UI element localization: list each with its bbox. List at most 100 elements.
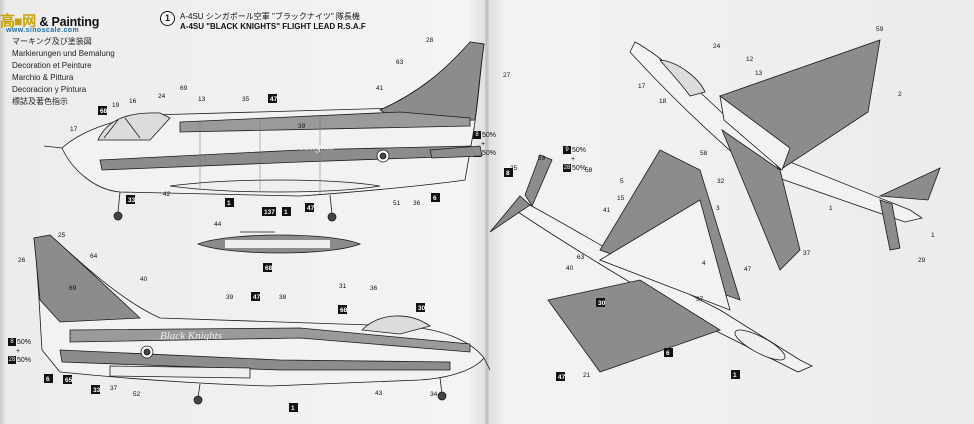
callout-box [263,263,272,272]
callout-box [44,374,53,383]
callout-number: 68 [340,307,348,314]
tail-lettering: Black Knights [272,141,334,153]
callout-number: 44 [214,221,222,228]
callout-number: 21 [583,372,591,379]
callout-number: 68 [265,265,273,272]
callout-number: 1 [829,205,833,212]
callout-box [305,203,314,212]
watermark-url: www.sinoscale.com [6,27,80,34]
mix-plus: + [481,141,486,148]
callout-number: 38 [279,294,287,301]
callout-number: 13 [198,96,206,103]
language-list: Markierungen und Bemalung Decoration et … [12,48,115,108]
page-edge [0,0,6,424]
callout-number: 17 [70,126,78,133]
callout-number: 5 [620,178,624,185]
language-item: Marchio & Pittura [12,73,74,82]
callout-number: 32 [717,178,725,185]
callout-box [126,195,135,204]
callout-number: 137 [264,209,275,216]
callout-number: 27 [503,72,511,79]
callout-number: 1 [227,200,231,207]
language-item: 標誌及著色指示 [12,97,68,106]
callout-number: 26 [18,257,26,264]
callout-number: 42 [163,191,171,198]
callout-number: 39 [298,123,306,130]
callout-number: 28 [426,37,434,44]
callout-box [282,207,291,216]
callout-number: 51 [393,200,401,207]
callout-number: 1 [284,209,288,216]
callout-number: 69 [69,285,77,292]
side-profile-top [43,41,485,222]
callout-number: 59 [538,155,546,162]
watermark-logo: 高 [0,12,15,30]
callout-number: 47 [558,374,566,381]
callout-number: 63 [577,254,585,261]
callout-box [98,106,107,115]
callout-number: 41 [603,207,611,214]
callout-number: 2 [898,91,902,98]
callout-number: 68 [100,108,108,115]
mix-color-b: 28 [563,164,571,173]
callout-number: 1 [291,405,295,412]
language-item: Decoration et Peinture [12,61,92,70]
callout-number: 25 [58,232,66,239]
callout-number: 1 [931,232,935,239]
callout-box [289,403,298,412]
mix-pct-b: 50% [572,165,587,172]
mix-color-b: 28 [8,356,16,365]
callout-number: 25 [510,165,518,172]
callout-number: 6 [666,350,670,357]
plan-view-bottom [489,149,813,373]
callout-number: 37 [110,385,118,392]
callout-number: 19 [112,102,120,109]
callout-number: 47 [307,205,315,212]
language-item: Decoracion y Pintura [12,85,87,94]
callout-number: 33 [93,387,101,394]
callout-number: 30 [418,305,426,312]
callout-box [664,348,673,357]
callout-number: 47 [270,96,278,103]
callout-number: 4 [702,260,706,267]
callout-number: 6 [433,195,437,202]
callout-number: 58 [585,167,593,174]
callout-number: 24 [713,43,721,50]
callout-number: 37 [696,296,704,303]
callout-number: 64 [90,253,98,260]
language-item: Markierungen und Bemalung [12,49,115,58]
callout-box [431,193,440,202]
callout-box [504,168,513,177]
callout-number: 36 [370,285,378,292]
mix-color-a: 9 [563,146,571,155]
callout-box [731,370,740,379]
callout-number: 6 [46,376,50,383]
page-fold [485,0,489,424]
callout-number: 13 [755,70,763,77]
callout-number: 18 [659,98,667,105]
callout-number: 8 [506,170,510,177]
callout-number: 37 [803,250,811,257]
callout-box [338,305,347,314]
callout-number: 40 [140,276,148,283]
callout-number: 17 [638,83,646,90]
mix-plus: + [571,156,576,163]
callout-box [63,375,72,384]
subtitle-japanese: マーキング及び塗装図 [12,37,92,46]
scheme-number-badge: 1 [160,11,175,26]
callout-number: 52 [133,391,141,398]
callout-number: 41 [376,85,384,92]
mix-pct-a: 50% [572,147,587,154]
plan-view-top [629,39,941,271]
callout-number: 12 [746,56,754,63]
callout-number: 47 [253,294,261,301]
callout-number: 59 [876,26,884,33]
callout-number: 1 [733,372,737,379]
callout-number: 31 [339,283,347,290]
callout-box [556,372,565,381]
mix-plus: + [16,348,21,355]
